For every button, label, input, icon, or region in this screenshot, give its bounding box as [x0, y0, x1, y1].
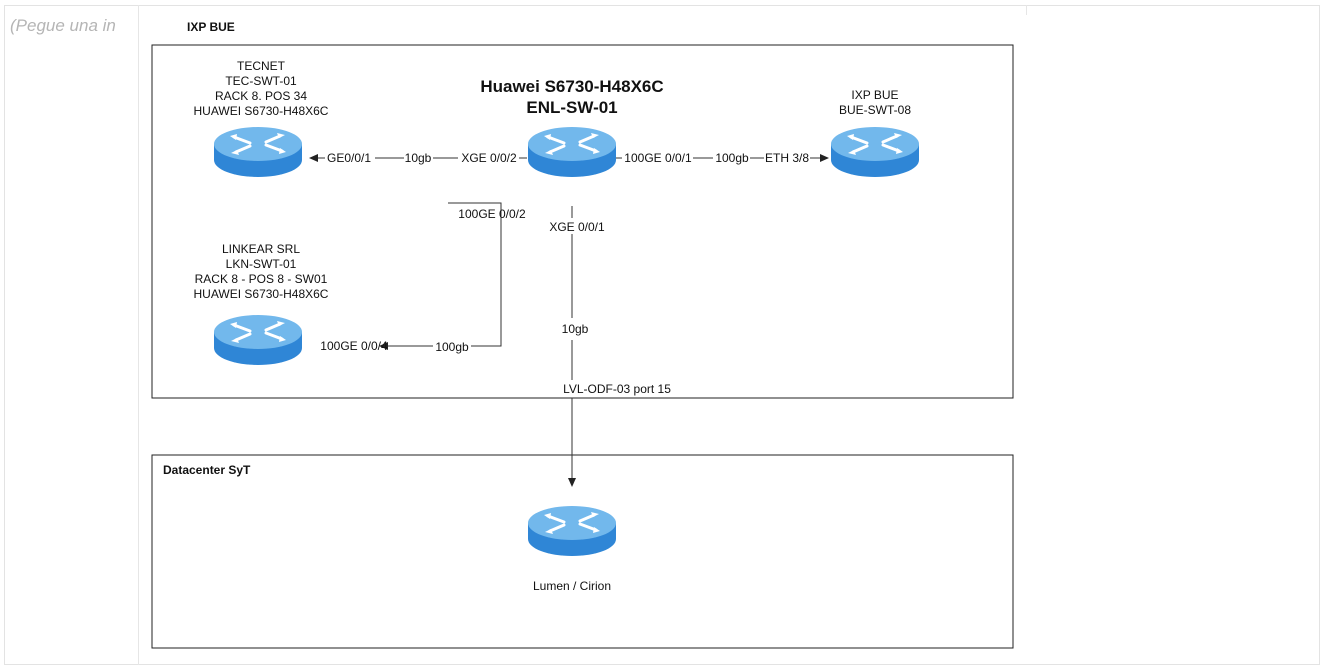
core-hostname-title: ENL-SW-01	[526, 98, 617, 117]
datacenter-zone-label: Datacenter SyT	[163, 463, 251, 477]
ixp-zone-box	[151, 44, 1014, 399]
linkear-label-line4: HUAWEI S6730-H48X6C	[194, 287, 329, 301]
linkear-label-line2: LKN-SWT-01	[226, 257, 297, 271]
port-core-xge-002: XGE 0/0/2	[461, 151, 517, 165]
top-divider	[1026, 5, 1027, 15]
link-core-to-linkear	[448, 202, 502, 347]
speed-lkn: 100gb	[435, 340, 469, 354]
ixp-peer-label-line2: BUE-SWT-08	[839, 103, 911, 117]
linkear-router-icon	[212, 313, 304, 367]
port-core-xge-001: XGE 0/0/1	[549, 220, 605, 234]
tecnet-label-line4: HUAWEI S6730-H48X6C	[194, 104, 329, 118]
core-model-title: Huawei S6730-H48X6C	[480, 77, 663, 96]
port-core-100ge-001: 100GE 0/0/1	[624, 151, 692, 165]
datacenter-zone-box	[151, 454, 1014, 649]
core-router-icon	[526, 125, 618, 179]
lumen-router-icon	[526, 504, 618, 558]
port-tec-ge: GE0/0/1	[327, 151, 371, 165]
left-divider	[138, 5, 139, 665]
ixp-zone-label: IXP BUE	[187, 20, 235, 34]
lumen-label: Lumen / Cirion	[533, 579, 611, 593]
port-ixp-eth: ETH 3/8	[765, 151, 809, 165]
tecnet-label-line2: TEC-SWT-01	[225, 74, 297, 88]
port-lkn-100ge: 100GE 0/0/4	[320, 339, 388, 353]
speed-lumen: 10gb	[562, 322, 589, 336]
tecnet-router-icon	[212, 125, 304, 179]
linkear-label-line3: RACK 8 - POS 8 - SW01	[195, 272, 328, 286]
ixp-peer-label-line1: IXP BUE	[851, 88, 898, 102]
speed-ixp: 100gb	[715, 151, 749, 165]
tecnet-label-line1: TECNET	[237, 59, 286, 73]
odf-port-label: LVL-ODF-03 port 15	[563, 382, 671, 396]
tecnet-label-line3: RACK 8. POS 34	[215, 89, 307, 103]
paste-image-note: (Pegue una in	[10, 16, 116, 35]
linkear-label-line1: LINKEAR SRL	[222, 242, 300, 256]
ixp-router-icon	[829, 125, 921, 179]
speed-tec: 10gb	[405, 151, 432, 165]
port-core-100ge-002: 100GE 0/0/2	[458, 207, 526, 221]
